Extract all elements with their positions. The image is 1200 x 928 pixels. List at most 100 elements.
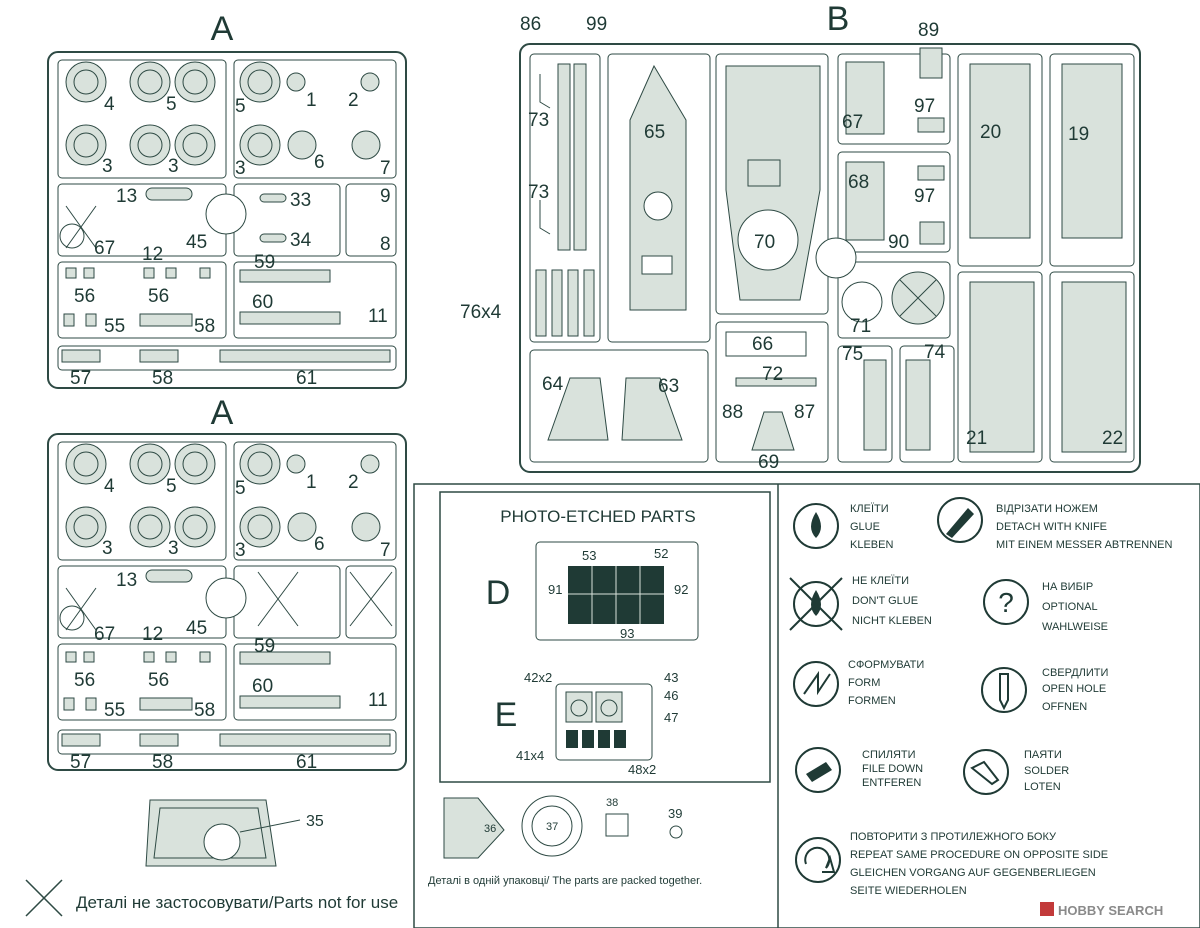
not-for-use-legend: Деталі не застосовувати/Parts not for us… <box>25 879 398 917</box>
idler-part <box>360 72 380 92</box>
legend-text: ПАЯТИ <box>1024 749 1062 761</box>
road-wheel <box>174 506 216 548</box>
part-number: 72 <box>762 364 783 385</box>
part-number: 56 <box>148 670 169 691</box>
part-number: 86 <box>520 14 541 35</box>
part-number: 59 <box>254 636 275 657</box>
part-number: 73 <box>528 110 549 131</box>
part-number: 7 <box>380 540 391 561</box>
question-icon: ? <box>998 587 1014 618</box>
part-number: 3 <box>235 158 246 179</box>
legend-text: СПИЛЯТИ <box>862 749 916 761</box>
legend-text: ПОВТОРИТИ З ПРОТИЛЕЖНОГО БОКУ <box>850 831 1057 843</box>
part-number: 3 <box>235 540 246 561</box>
part-number: 48x2 <box>628 762 656 777</box>
part-number: 52 <box>654 546 668 561</box>
glue-drop-icon <box>811 512 821 538</box>
part-number: 63 <box>658 376 679 397</box>
part-number: 73 <box>528 182 549 203</box>
hull-part-35: 35 <box>145 799 324 867</box>
fret-d-letter: D <box>486 574 511 612</box>
part-number: 68 <box>848 172 869 193</box>
part-number: 90 <box>888 232 909 253</box>
knife-icon <box>946 508 974 538</box>
legend-text: GLEICHEN VORGANG AUF GEGENВERLIEGEN <box>850 867 1096 879</box>
part-number: 46 <box>664 688 678 703</box>
photo-etched-title: PHOTO-ETCHED PARTS <box>500 507 696 526</box>
part-number: 4 <box>104 476 115 497</box>
road-wheel <box>65 506 107 548</box>
part-number: 57 <box>70 368 91 389</box>
road-wheel <box>239 443 281 485</box>
legend-text: DON'T GLUE <box>852 595 918 607</box>
legend-text: LOTEN <box>1024 781 1061 793</box>
road-wheel <box>239 61 281 103</box>
sprocket-part <box>287 130 317 160</box>
cross-icon <box>25 879 63 917</box>
part-number: 97 <box>914 96 935 117</box>
part-number: 92 <box>674 582 688 597</box>
part-number: 20 <box>980 122 1001 143</box>
part-number: 89 <box>918 20 939 41</box>
part-number: 1 <box>306 90 317 111</box>
legend: КЛЕЇТИ GLUE KLEBEN ВІДРІЗАТИ НОЖЕМ DETAC… <box>789 497 1172 897</box>
no-glue-icon <box>789 577 843 631</box>
legend-text: KLEBEN <box>850 539 893 551</box>
part-number: 3 <box>168 156 179 177</box>
form-icon <box>803 670 831 696</box>
part-number: 67 <box>842 112 863 133</box>
sprocket-part <box>351 130 381 160</box>
sprue-a-top: A <box>47 10 407 389</box>
part-number: 1 <box>306 472 317 493</box>
part-number: 2 <box>348 90 359 111</box>
part-number: 87 <box>794 402 815 423</box>
part-number: 76x4 <box>460 302 502 323</box>
part-number: 13 <box>116 186 137 207</box>
sprue-a-bottom-letter: A <box>211 394 234 432</box>
legend-text: FILE DOWN <box>862 763 923 775</box>
hobby-search-watermark: HOBBY SEARCH <box>1040 902 1163 918</box>
part-number: 59 <box>254 252 275 273</box>
legend-text: FORMEN <box>848 695 896 707</box>
part-number: 64 <box>542 374 564 395</box>
drill-icon <box>999 673 1009 711</box>
part-number: 58 <box>152 368 173 389</box>
part-number: 61 <box>296 368 317 389</box>
legend-text: OFFNEN <box>1042 701 1087 713</box>
road-wheel <box>65 61 107 103</box>
part-number: 6 <box>314 152 325 173</box>
part-number: 47 <box>664 710 678 725</box>
part-number: 55 <box>104 316 125 337</box>
idler-part <box>286 72 306 92</box>
part-number: 21 <box>966 428 987 449</box>
not-for-use-cross-icon <box>257 571 299 627</box>
part-number: 41x4 <box>516 748 544 763</box>
part-number: 12 <box>142 244 163 265</box>
legend-text: НЕ КЛЕЇТИ <box>852 575 909 587</box>
part-number: 8 <box>380 234 391 255</box>
part-number: 5 <box>166 476 177 497</box>
road-wheel <box>129 443 171 485</box>
part-number: 55 <box>104 700 125 721</box>
legend-text: FORM <box>848 677 880 689</box>
road-wheel <box>129 61 171 103</box>
part-number: 34 <box>290 230 312 251</box>
part-number: 74 <box>924 342 946 363</box>
part-number: 13 <box>116 570 137 591</box>
photo-etched-panel: PHOTO-ETCHED PARTS D 53 52 91 92 93 E 42… <box>413 483 1200 928</box>
road-wheel <box>174 443 216 485</box>
part-number: 38 <box>606 797 618 809</box>
part-number: 45 <box>186 232 207 253</box>
hull-floor-part <box>629 64 687 311</box>
sprue-b-letter: B <box>827 0 850 38</box>
fret-e-letter: E <box>495 696 518 734</box>
part-number: 2 <box>348 472 359 493</box>
part-number: 70 <box>754 232 775 253</box>
part-number: 93 <box>620 626 634 641</box>
file-icon <box>806 762 832 782</box>
legend-text: OPTIONAL <box>1042 601 1098 613</box>
part-number: 58 <box>194 316 215 337</box>
part-number: 5 <box>166 94 177 115</box>
part-number: 56 <box>74 670 95 691</box>
road-wheel <box>129 124 171 166</box>
